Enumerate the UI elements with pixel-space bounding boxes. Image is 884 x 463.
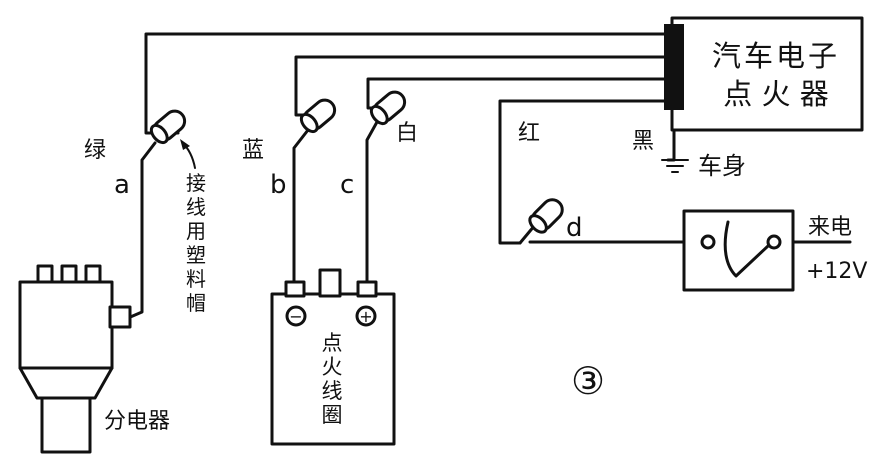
switch-box bbox=[682, 209, 795, 292]
power-label: 来电 bbox=[808, 215, 852, 240]
wire-white bbox=[366, 77, 674, 110]
switch-lever-icon bbox=[723, 220, 770, 278]
chassis-label: 车身 bbox=[698, 152, 746, 180]
wire-letter-a: a bbox=[114, 170, 130, 200]
label-red: 红 bbox=[518, 121, 540, 146]
switch-contact-right-icon bbox=[766, 234, 782, 250]
wire-c bbox=[365, 120, 379, 284]
label-white: 白 bbox=[396, 121, 418, 146]
power-voltage: +12V bbox=[806, 259, 867, 284]
label-blue: 蓝 bbox=[242, 138, 264, 163]
igniter-label-line1: 汽车电子 bbox=[712, 39, 840, 73]
cap-blue-icon bbox=[299, 98, 337, 134]
cap-red-icon bbox=[528, 198, 564, 234]
coil-label: 点火线圈 bbox=[322, 331, 343, 427]
switch-contact-left-icon bbox=[700, 234, 716, 250]
wire-letter-c: c bbox=[340, 170, 354, 200]
igniter-connector-block bbox=[664, 24, 684, 110]
distributor-label: 分电器 bbox=[104, 409, 170, 434]
cap-pointer-arrowhead-icon bbox=[180, 139, 190, 150]
wire-green bbox=[144, 32, 674, 135]
igniter-box bbox=[670, 16, 864, 132]
coil-plus-sign: + bbox=[359, 307, 372, 326]
wire-d bbox=[504, 223, 537, 245]
cap-white-icon bbox=[369, 90, 407, 126]
wire-letter-d: d bbox=[566, 213, 583, 243]
wire-b bbox=[292, 128, 310, 284]
figure-number: ③ bbox=[571, 359, 605, 403]
label-green: 绿 bbox=[84, 138, 106, 163]
wire-a bbox=[126, 141, 157, 320]
coil-minus-sign: − bbox=[289, 307, 302, 326]
cap-label: 接线用塑料帽 bbox=[186, 171, 206, 315]
ignition-coil-icon bbox=[270, 268, 396, 446]
distributor-icon bbox=[18, 264, 132, 454]
igniter-label-line2: 点 火 器 bbox=[723, 77, 828, 111]
label-black: 黑 bbox=[632, 129, 654, 154]
wire-blue bbox=[294, 55, 674, 117]
cap-green-icon bbox=[149, 109, 187, 145]
wire-letter-b: b bbox=[270, 170, 287, 200]
